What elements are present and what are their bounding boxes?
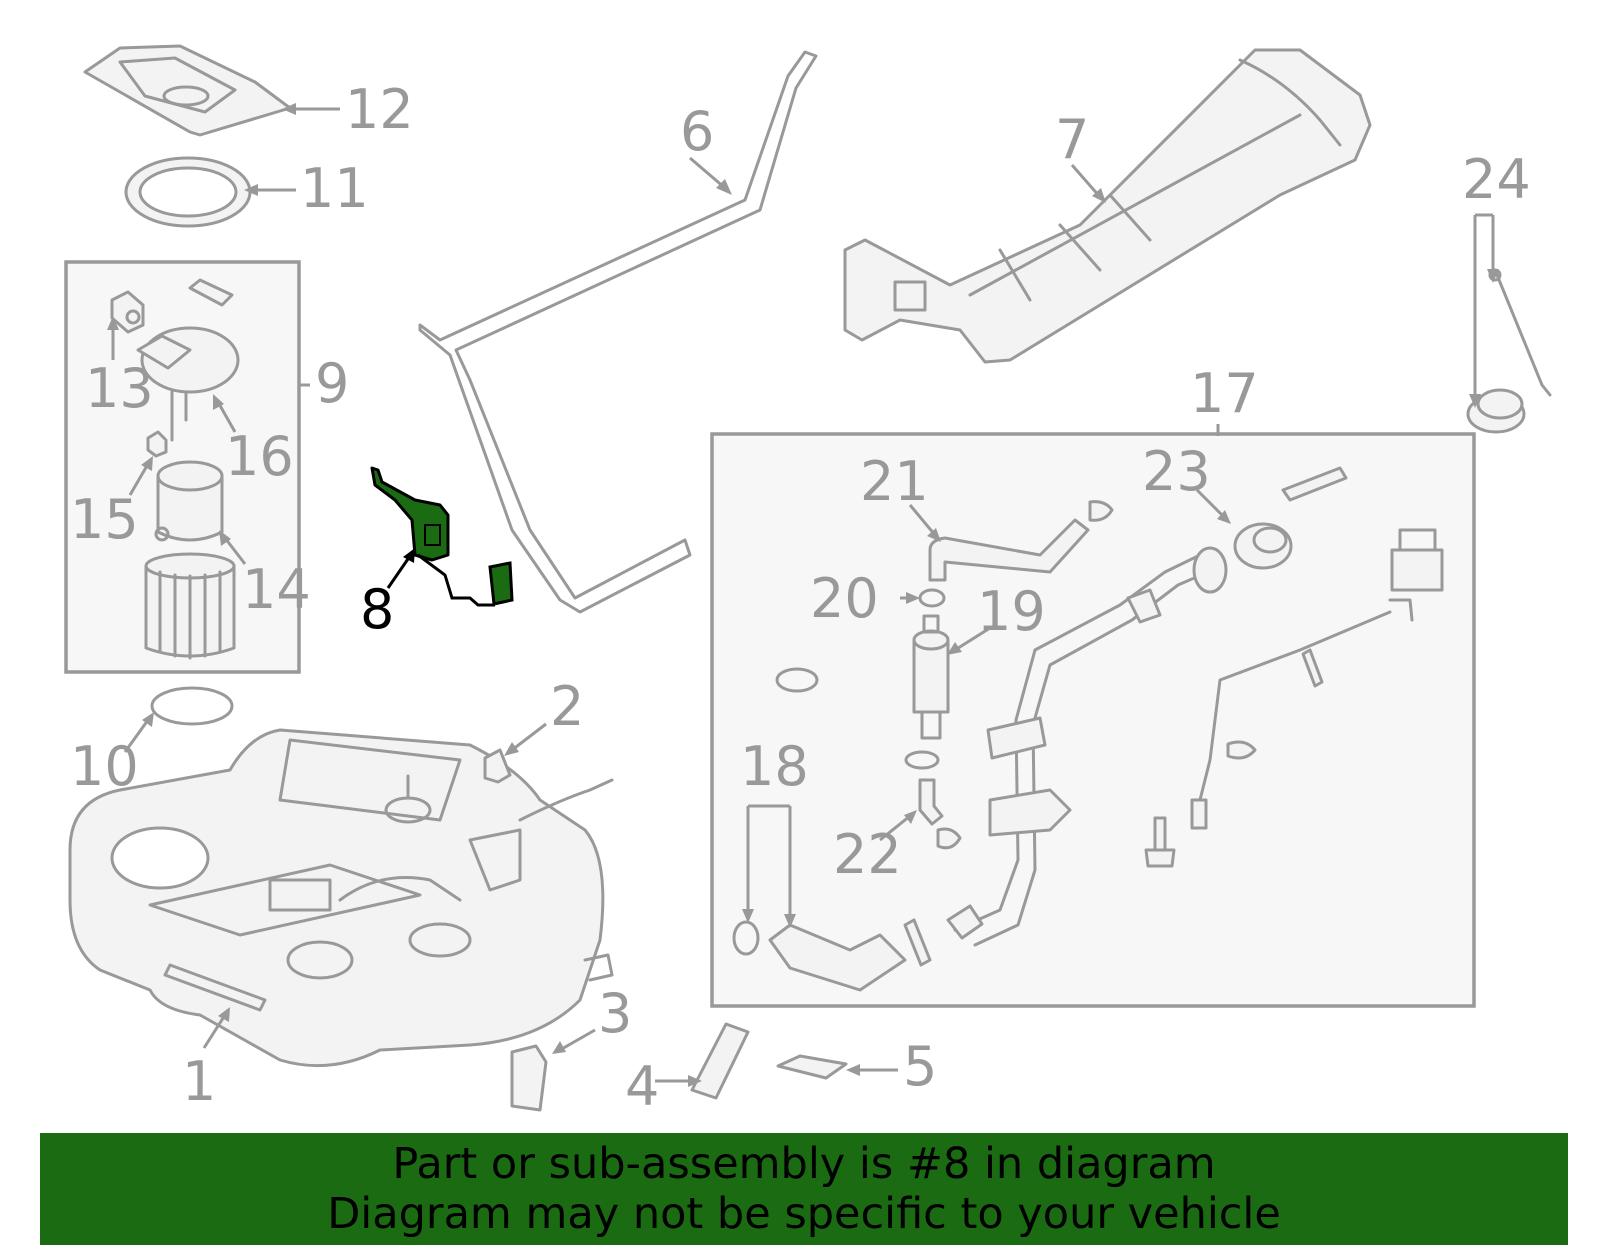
callout-10: 10 (70, 735, 139, 798)
part-5-clip (776, 1054, 848, 1080)
callout-11: 11 (300, 157, 369, 220)
callout-2: 2 (550, 675, 584, 738)
part-22-hose (918, 778, 944, 826)
part-6-tank-strap (418, 50, 818, 614)
callout-15: 15 (70, 488, 139, 551)
part-8-fuel-sender (370, 466, 514, 607)
callout-5: 5 (903, 1035, 937, 1098)
part-gasket (1301, 648, 1324, 688)
callout-4: 4 (625, 1055, 659, 1118)
part-clamp-22 (936, 827, 962, 850)
callout-7: 7 (1055, 108, 1089, 171)
callout-13: 13 (85, 357, 154, 420)
part-2-clip (483, 748, 512, 784)
callout-21: 21 (860, 450, 929, 513)
callout-17: 17 (1190, 362, 1259, 425)
callout-14: 14 (242, 558, 311, 621)
part-19-filter (912, 614, 950, 740)
part-4-strip (690, 1022, 750, 1100)
part-21-hose (928, 518, 1090, 582)
part-1-fuel-tank (68, 728, 614, 1068)
part-10-o-ring (150, 686, 234, 726)
part-pump-strainer (144, 552, 236, 660)
part-13-connector (110, 290, 145, 334)
part-seal (903, 918, 932, 967)
part-15-valve (146, 430, 168, 458)
callout-22: 22 (833, 823, 902, 886)
callout-8-highlighted: 8 (360, 578, 394, 641)
part-23-filler-door (1233, 522, 1293, 570)
part-clamp-21 (1088, 500, 1114, 522)
info-banner: Part or sub-assembly is #8 in diagram Di… (40, 1133, 1568, 1245)
part-clamp-left (775, 667, 819, 693)
part-canister-hose (1190, 528, 1444, 830)
part-clamp-lower (904, 750, 940, 770)
part-7-heat-shield (843, 48, 1372, 364)
callout-23: 23 (1142, 440, 1211, 503)
part-12-plate (83, 44, 292, 137)
part-clamp-right (1226, 740, 1257, 760)
part-18-hose (732, 920, 907, 992)
part-bolt (1144, 816, 1176, 868)
callout-3: 3 (598, 982, 632, 1045)
banner-line-1: Part or sub-assembly is #8 in diagram (392, 1139, 1216, 1189)
part-16-pump-flange (136, 326, 240, 442)
callout-12: 12 (345, 78, 414, 141)
part-14-pump-body (154, 460, 224, 542)
banner-line-2: Diagram may not be specific to your vehi… (327, 1189, 1281, 1239)
callout-19: 19 (977, 580, 1046, 643)
part-17-assembly-box (710, 432, 1476, 1008)
part-11-lock-ring (124, 156, 252, 228)
part-24-fuel-cap (1466, 268, 1552, 434)
callout-6: 6 (680, 100, 714, 163)
leaders (107, 103, 1499, 1087)
callout-20: 20 (810, 567, 879, 630)
part-3-pad (510, 1044, 548, 1112)
callout-labels: 12 11 6 7 24 9 13 16 15 14 10 2 1 3 4 5 … (70, 78, 1531, 1118)
part-vent-tube (1281, 466, 1348, 502)
callout-1: 1 (182, 1050, 216, 1113)
part-clip (188, 278, 234, 307)
callout-24: 24 (1462, 148, 1531, 211)
callout-9: 9 (315, 352, 349, 415)
callout-16: 16 (225, 425, 294, 488)
part-filler-neck (946, 546, 1228, 947)
callout-18: 18 (740, 735, 809, 798)
